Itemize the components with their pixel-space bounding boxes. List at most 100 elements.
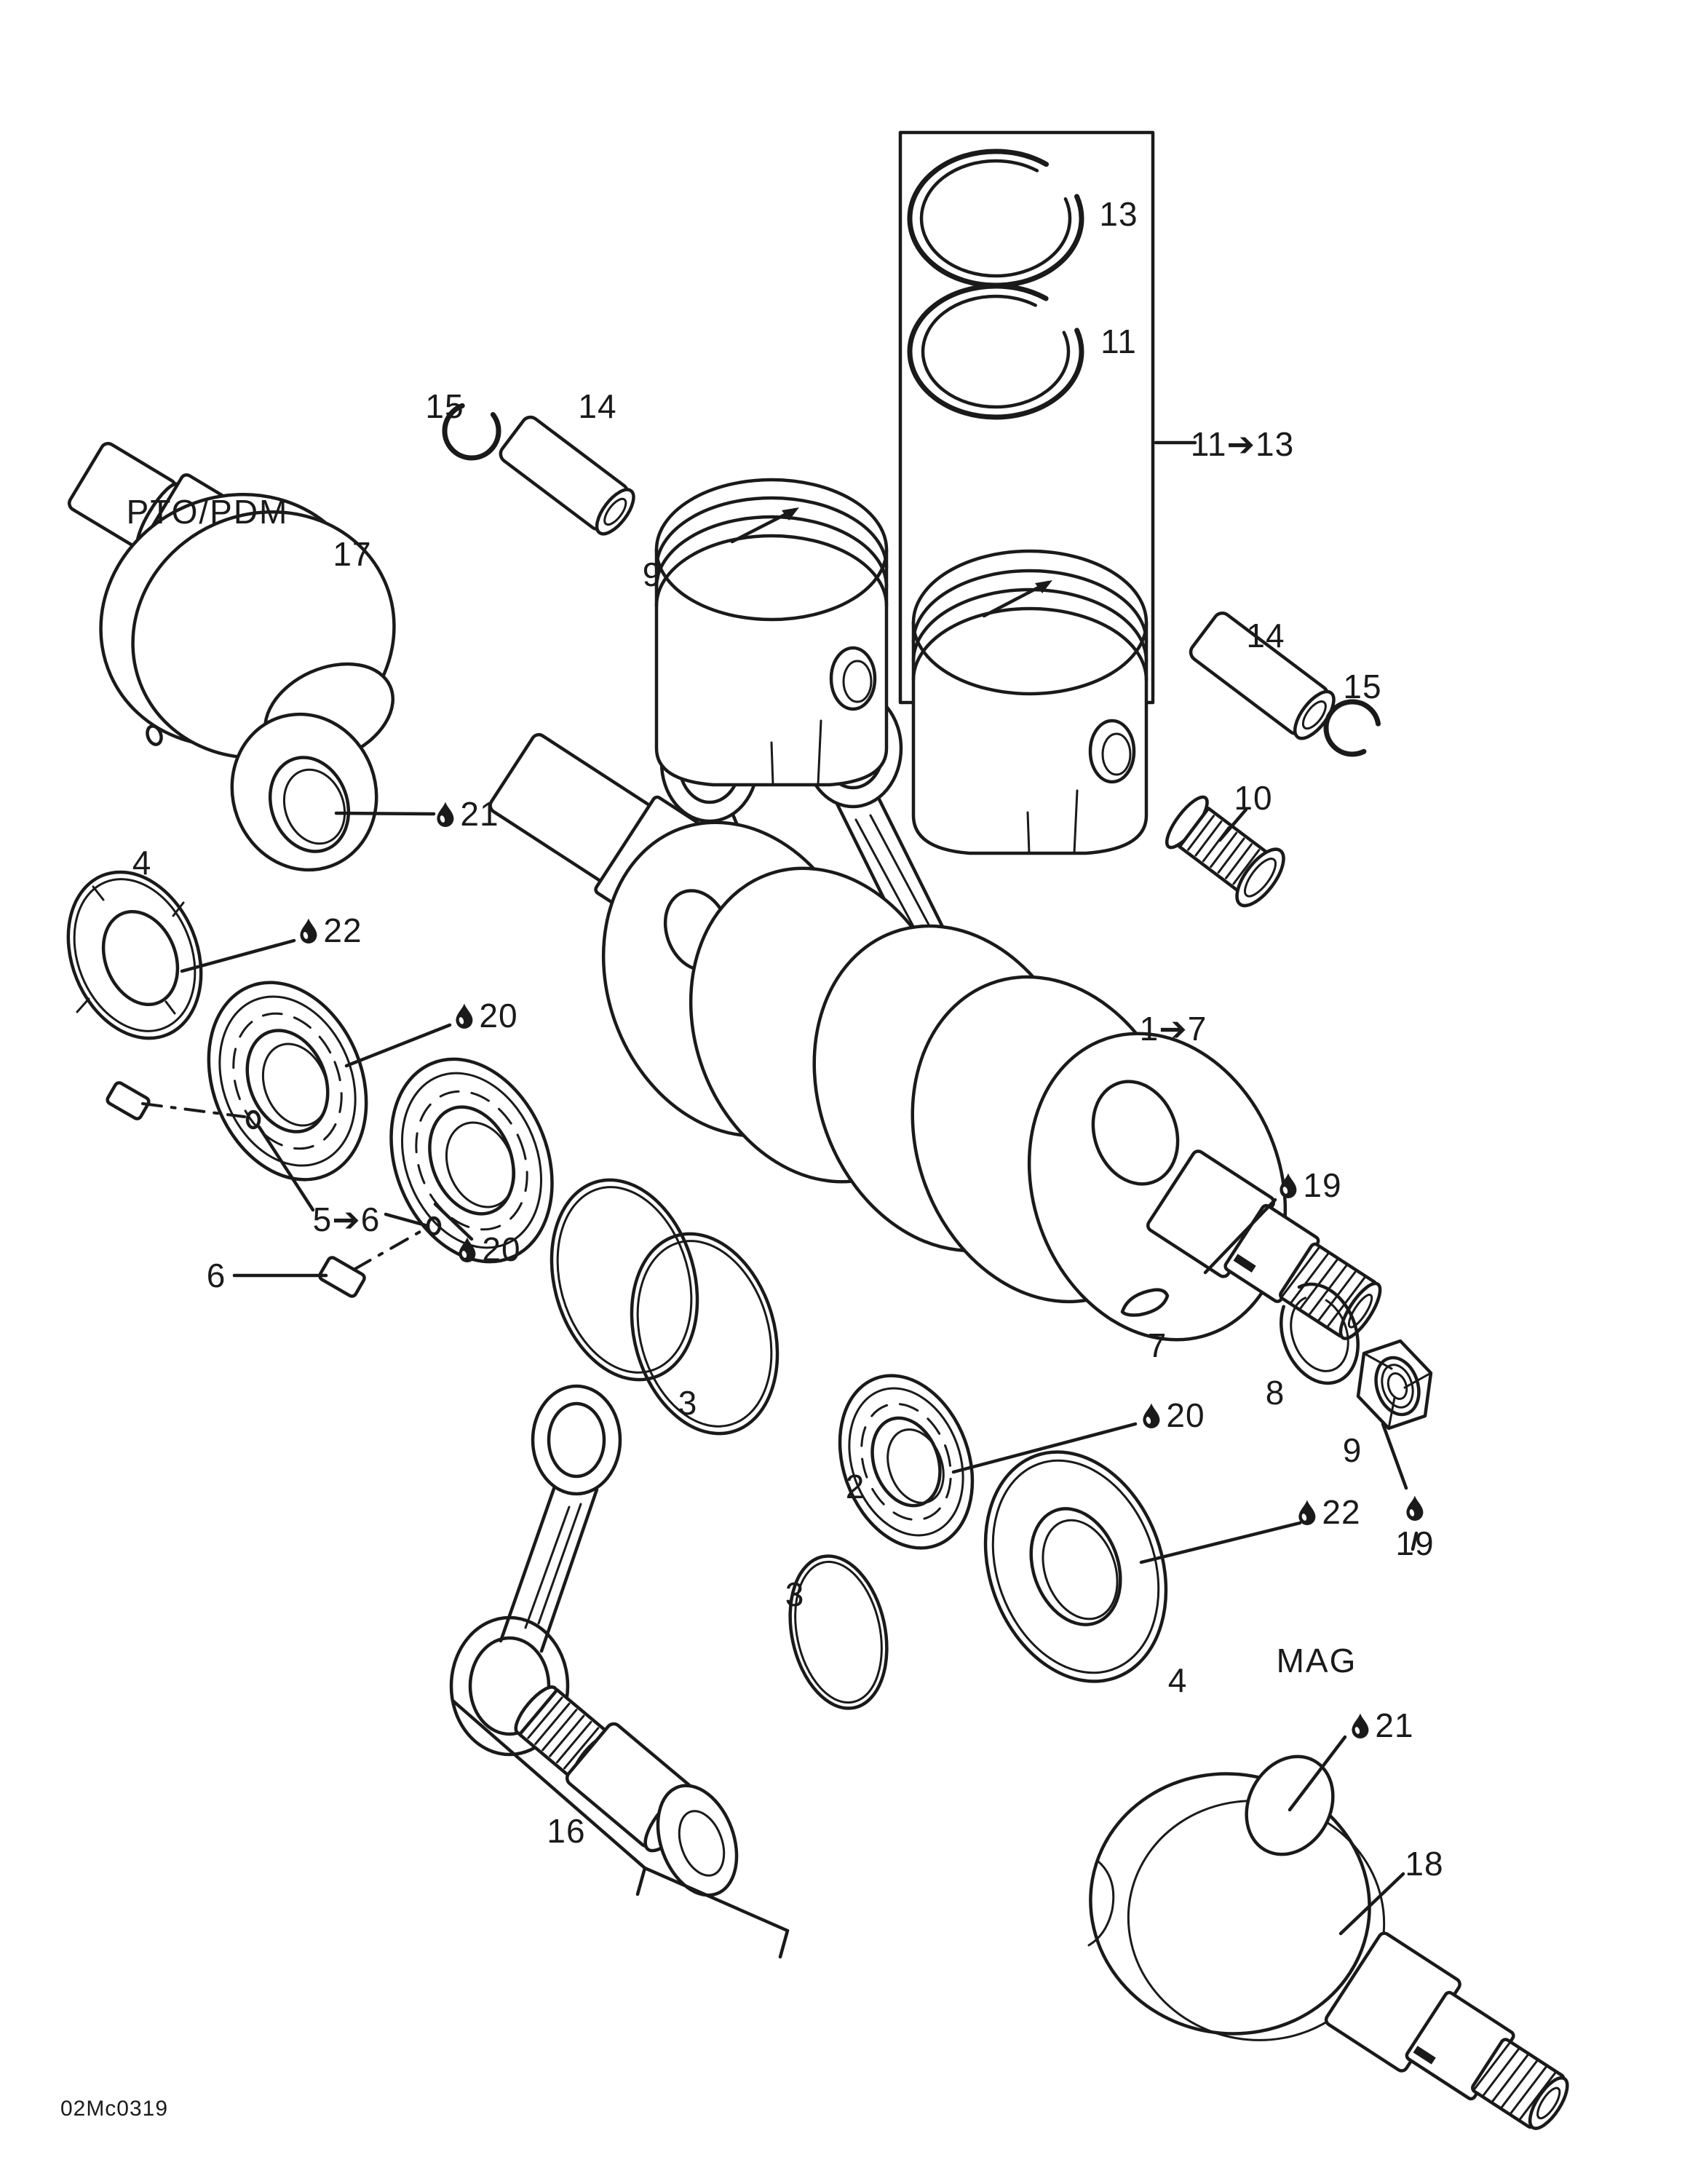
crankshaft-taper-end [1146, 1150, 1382, 1340]
part-number: 21 [1375, 1706, 1414, 1744]
part-number: 17 [333, 535, 372, 573]
part-callout-22: 22 [298, 911, 362, 950]
ball-bearing-pto-outer [207, 981, 368, 1182]
crankshaft-half-mag [1087, 1754, 1569, 2130]
pin-lower [318, 1256, 366, 1298]
part-callout-4: 4 [1168, 1661, 1188, 1700]
ball-bearing-mag [838, 1374, 975, 1550]
part-number: 14 [578, 387, 617, 425]
oil-droplet-icon [1280, 1173, 1297, 1198]
crankshaft-webs [601, 820, 1288, 1342]
piston-ring-11 [907, 283, 1084, 420]
part-callout-14: 14 [1246, 616, 1285, 655]
part-callout-13: 13 [1099, 194, 1138, 234]
wrist-pin-left [499, 415, 635, 536]
part-callout-9: 9 [643, 555, 662, 594]
part-callout-8: 8 [1266, 1373, 1285, 1412]
part-number: 10 [1234, 779, 1273, 817]
bracket-16 [451, 1698, 790, 1959]
part-number: 18 [1405, 1845, 1444, 1883]
part-callout-19: 19 [1278, 1166, 1341, 1205]
section-label-MAG: MAG [1276, 1642, 1357, 1679]
pin-upper [106, 1081, 151, 1120]
part-number: 11 [1100, 323, 1137, 360]
part-callout-16: 16 [547, 1811, 585, 1851]
part-number: 15 [425, 387, 464, 425]
part-callout-15: 15 [425, 387, 464, 426]
oil-droplet-icon [1406, 1495, 1424, 1521]
part-number: 8 [1265, 1374, 1285, 1412]
circlip-right [1323, 699, 1381, 757]
part-callout-4: 4 [132, 843, 152, 882]
part-number: 22 [323, 911, 362, 949]
part-number: 13 [1099, 195, 1138, 233]
circlip-left [442, 401, 501, 461]
oil-seal-pto [66, 870, 203, 1040]
woodruff-key [1120, 1288, 1170, 1317]
leader-lines [141, 440, 1419, 1936]
part-number: 20 [479, 997, 518, 1034]
part-callout-10: 10 [1234, 778, 1272, 818]
part-callout-20: 20 [454, 996, 517, 1035]
part-callout-18: 18 [1405, 1844, 1443, 1883]
part-number: 14 [1246, 617, 1285, 654]
oil-seal-mag [983, 1450, 1168, 1683]
part-number: 7 [1147, 1326, 1167, 1364]
part-number: 6 [206, 1257, 226, 1294]
part-callout-1-7: 1➔7 [1140, 1009, 1207, 1048]
oil-droplet-icon [300, 918, 317, 943]
oil-droplet-icon [437, 802, 454, 827]
part-number: 16 [547, 1812, 586, 1850]
piston-left [654, 478, 889, 787]
part-callout-19: 19 [1395, 1495, 1434, 1563]
oil-droplet-icon [459, 1237, 476, 1262]
part-number: 21 [460, 795, 499, 833]
part-callout-22: 22 [1297, 1492, 1360, 1532]
part-callout-20: 20 [457, 1230, 520, 1269]
part-callout-5-6: 5➔6 [313, 1200, 381, 1239]
part-callout-15: 15 [1343, 667, 1381, 706]
o-rings-upper [550, 1178, 779, 1436]
part-callout-20: 20 [1141, 1396, 1205, 1435]
o-ring-lower [788, 1554, 889, 1710]
oil-droplet-icon [456, 1003, 473, 1029]
part-callout-3: 3 [678, 1383, 698, 1423]
hex-nut [1356, 1339, 1433, 1431]
part-number: 4 [1167, 1661, 1188, 1699]
part-callout-3: 3 [785, 1575, 805, 1614]
part-callout-6: 6 [207, 1256, 226, 1295]
needle-bearing-10 [1165, 795, 1285, 908]
ball-bearing-pto-inner [389, 1057, 554, 1264]
piston-ring-13 [907, 149, 1084, 288]
part-number: 1➔7 [1139, 1010, 1207, 1048]
part-number: 5➔6 [312, 1200, 381, 1238]
part-callout-7: 7 [1148, 1326, 1167, 1365]
part-number: 2 [845, 1468, 865, 1506]
part-number: 4 [132, 844, 152, 882]
section-label-PTO-PDM: PTO/PDM [126, 493, 289, 531]
part-callout-17: 17 [333, 534, 371, 574]
part-number: 3 [678, 1384, 698, 1422]
part-number: 3 [785, 1575, 805, 1613]
part-number: 9 [1342, 1431, 1362, 1469]
part-number: 11➔13 [1190, 425, 1295, 463]
part-number: 9 [642, 555, 662, 593]
piston-right [911, 549, 1149, 855]
part-callout-11-13: 11➔13 [1191, 424, 1294, 464]
part-callout-21: 21 [1350, 1706, 1413, 1745]
drawing-code: 02Mc0319 [60, 2097, 169, 2121]
part-number: 20 [482, 1230, 521, 1268]
crankshaft-half-pto [67, 442, 396, 872]
lock-washer [1280, 1282, 1360, 1385]
part-callout-14: 14 [578, 387, 616, 426]
oil-droplet-icon [1298, 1500, 1316, 1525]
part-callout-9: 9 [1343, 1431, 1362, 1470]
oil-droplet-icon [1143, 1403, 1160, 1428]
part-callout-11: 11 [1100, 322, 1137, 361]
part-number: 19 [1303, 1166, 1342, 1204]
part-number: 15 [1343, 668, 1382, 705]
part-callout-21: 21 [435, 794, 499, 834]
part-number: 22 [1322, 1493, 1361, 1531]
